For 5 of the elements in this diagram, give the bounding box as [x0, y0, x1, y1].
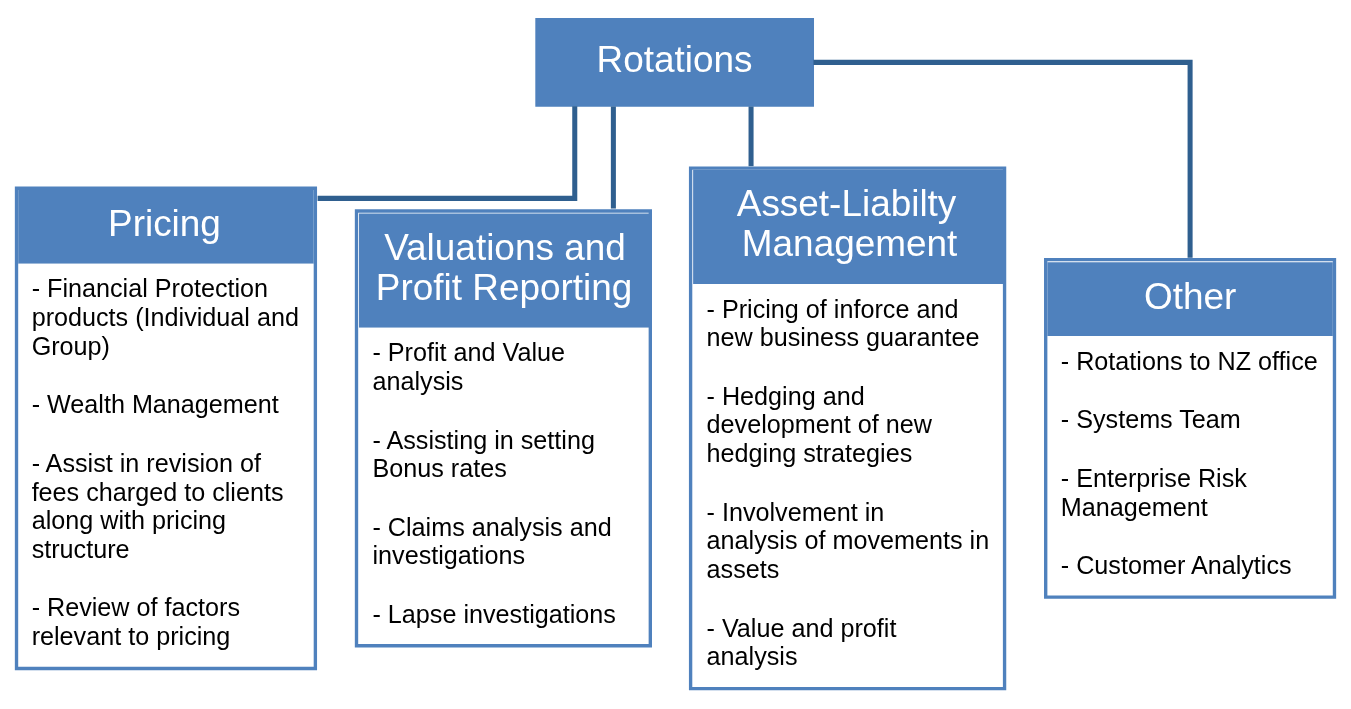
connector [748, 106, 754, 167]
connector [317, 106, 578, 201]
connector [813, 59, 1193, 258]
connector [610, 106, 616, 209]
node-box: Rotations [535, 17, 814, 107]
